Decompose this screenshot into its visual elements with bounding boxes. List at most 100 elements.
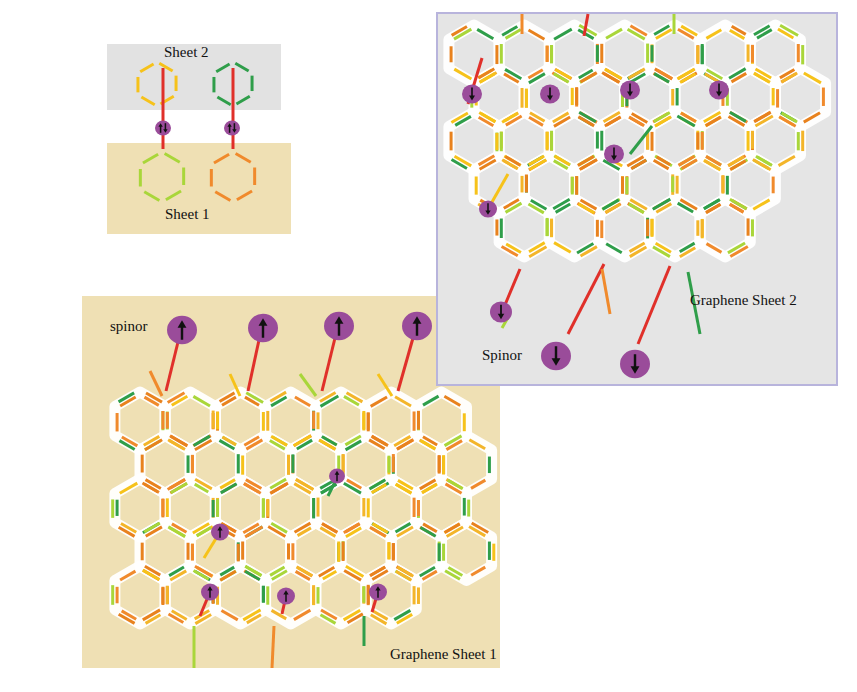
bond-stroke <box>776 89 779 107</box>
bond-stroke <box>444 396 460 405</box>
bond-stroke <box>291 455 294 473</box>
bond-stroke <box>246 440 262 449</box>
lattice-ground <box>650 199 700 257</box>
bond-stroke <box>253 168 256 186</box>
bond-stroke <box>747 218 750 235</box>
lattice-ground <box>600 199 650 257</box>
bond-stroke <box>245 566 261 575</box>
spinor-symbol <box>277 587 295 604</box>
bond-stroke <box>554 117 570 126</box>
link-line <box>378 374 392 396</box>
bond-stroke <box>348 614 363 623</box>
lattice-ground <box>366 392 416 450</box>
spinor-circle <box>369 583 387 600</box>
bond-stroke <box>596 132 599 149</box>
lattice-ground <box>499 25 549 83</box>
bond-stroke <box>119 441 134 450</box>
bond-stroke <box>312 498 315 518</box>
spin-arrow <box>611 156 617 161</box>
spinor-circle <box>277 587 295 604</box>
spinor-symbol <box>155 120 171 135</box>
bond-stroke <box>420 440 435 449</box>
bond-stroke <box>577 203 595 213</box>
bond-stroke <box>529 117 543 125</box>
lattice-ground <box>574 69 624 127</box>
bond-stroke <box>417 411 420 430</box>
spinor-symbol <box>541 342 571 371</box>
bond-stroke <box>245 527 262 537</box>
spinor-circle <box>155 120 171 135</box>
bond-stroke <box>575 176 578 194</box>
bond-stroke <box>596 220 599 237</box>
bond-stroke <box>801 45 804 64</box>
bond-stroke <box>677 69 694 79</box>
bond-stroke <box>504 74 519 82</box>
bond-stroke <box>212 77 215 92</box>
spin-arrow <box>375 586 380 590</box>
bond-stroke <box>367 498 370 517</box>
lattice-ground <box>391 436 441 494</box>
lattice-ground <box>750 112 800 170</box>
bond-stroke <box>168 393 185 403</box>
bond-stroke <box>141 97 154 105</box>
bond-stroke <box>550 220 553 237</box>
lattice-ground <box>499 112 549 170</box>
spin-arrow <box>259 318 268 325</box>
bond-stroke <box>195 614 211 623</box>
bond-stroke <box>495 133 498 152</box>
bond-stroke <box>191 455 194 473</box>
lattice-ground <box>215 566 265 624</box>
bond-stroke <box>651 44 654 63</box>
bond-stroke <box>182 168 185 186</box>
bond-stroke <box>521 176 524 193</box>
lattice-ground <box>366 479 416 537</box>
bond-stroke <box>451 113 467 123</box>
spin-arrow <box>627 92 633 97</box>
bond-stroke <box>671 89 674 106</box>
bond-stroke <box>554 29 572 39</box>
bond-stroke <box>822 88 825 106</box>
bond-stroke <box>166 586 169 604</box>
bond-stroke <box>657 70 672 79</box>
bond-stroke <box>312 411 315 431</box>
lattice-ground <box>700 112 750 170</box>
bond-stroke <box>262 412 265 431</box>
bond-stroke <box>605 69 622 79</box>
bond-stroke <box>370 567 385 576</box>
link-line <box>162 68 165 149</box>
spinor-circle <box>541 342 571 371</box>
bond-stroke <box>395 397 411 406</box>
bond-stroke <box>442 544 445 561</box>
bond-stroke <box>500 132 503 152</box>
spinor-circle <box>540 85 560 104</box>
bond-stroke <box>210 169 213 187</box>
spinor-circle <box>479 200 497 217</box>
bond-stroke <box>442 455 445 474</box>
bond-stroke <box>215 192 230 201</box>
bond-stroke <box>111 499 114 517</box>
lattice-ground <box>449 112 499 170</box>
bond-stroke <box>220 571 236 580</box>
bond-stroke <box>241 455 244 474</box>
lattice-ground <box>266 566 316 624</box>
bond-stroke <box>216 412 219 430</box>
bond-stroke <box>502 113 517 122</box>
bond-stroke <box>632 160 647 168</box>
bond-stroke <box>546 218 549 236</box>
bond-stroke <box>472 523 489 533</box>
spinor-symbol <box>201 583 219 600</box>
bond-stroke <box>397 527 413 536</box>
spin-arrow <box>335 471 340 475</box>
spinor-circle <box>402 312 432 341</box>
spin-arrow <box>232 129 236 133</box>
lattice-ground <box>700 25 750 83</box>
bond-stroke <box>220 571 236 580</box>
bond-stroke <box>575 176 578 195</box>
bond-stroke <box>529 247 546 257</box>
bond-stroke <box>216 499 219 517</box>
bond-stroke <box>681 113 696 122</box>
bond-stroke <box>422 571 436 579</box>
bond-stroke <box>701 132 704 150</box>
link-line <box>602 269 610 314</box>
spinor-symbol <box>709 81 729 100</box>
